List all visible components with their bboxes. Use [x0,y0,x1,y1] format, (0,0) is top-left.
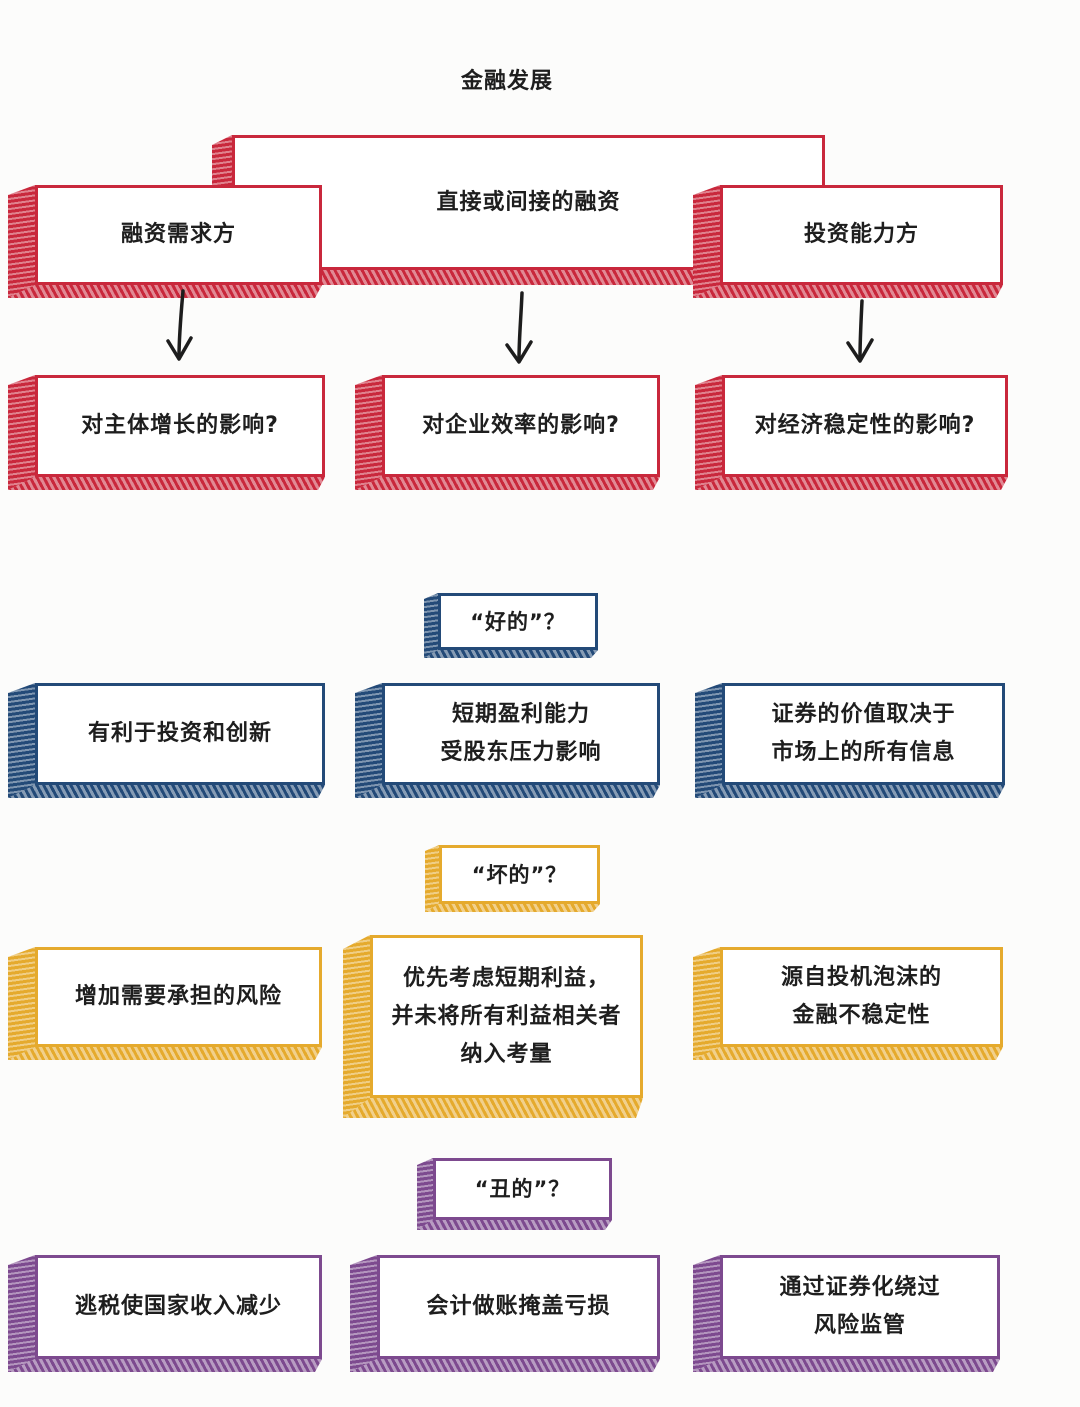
box-label-line: 市场上的所有信息 [771,740,956,765]
box-label-line: 并未将所有利益相关者 [391,1003,622,1029]
box-ugly-2: 会计做账掩盖亏损 [350,1255,660,1372]
box-label: 对经济稳定性的影响? [754,413,976,438]
box-bottom-panel [8,1359,322,1372]
box-side-panel [355,375,382,490]
box-label-line: 纳入考量 [460,1041,553,1067]
box-side-panel [8,375,35,490]
box-bottom-panel [8,785,325,798]
label-bad: “坏的”？ [425,845,600,912]
box-label: “坏的”？ [471,862,568,887]
box-label: 融资需求方 [120,222,236,247]
box-bottom-panel [343,1098,643,1118]
box-face: 逃税使国家收入减少 [35,1255,322,1359]
box-bottom-panel [355,477,660,490]
box-face: “丑的”？ [433,1158,612,1220]
box-bottom-panel [693,285,1003,298]
box-good-3: 证券的价值取决于 市场上的所有信息 [695,683,1005,798]
box-label: “好的”？ [470,609,566,634]
box-bottom-panel [212,270,825,285]
box-face: 通过证券化绕过 风险监管 [720,1255,1000,1359]
box-bottom-panel [425,904,600,912]
box-face: 优先考虑短期利益， 并未将所有利益相关者 纳入考量 [370,935,643,1098]
box-face: 融资需求方 [35,185,322,285]
box-face: 对主体增长的影响? [35,375,325,477]
box-question-stability: 对经济稳定性的影响? [695,375,1008,490]
box-label: 对主体增长的影响? [81,413,279,438]
box-ugly-1: 逃税使国家收入减少 [8,1255,322,1372]
box-bottom-panel [695,785,1005,798]
box-label: 对企业效率的影响? [422,413,620,438]
box-bottom-panel [424,650,598,658]
box-label: 会计做账掩盖亏损 [426,1294,611,1319]
box-bottom-panel [8,477,325,490]
box-direct-indirect-financing: 直接或间接的融资 [212,135,825,285]
box-side-panel [8,185,35,298]
box-side-panel [425,845,439,912]
box-side-panel [8,683,35,798]
box-side-panel [695,683,722,798]
box-label: 有利于投资和创新 [87,721,272,746]
box-face: 有利于投资和创新 [35,683,325,785]
box-label-line: 优先考虑短期利益， [402,965,610,991]
down-arrow-right [846,299,874,363]
box-side-panel [693,185,720,298]
box-label: 投资能力方 [803,222,919,247]
box-side-panel [8,947,35,1060]
box-bottom-panel [695,477,1008,490]
down-arrow-center [505,291,533,364]
box-face: 证券的价值取决于 市场上的所有信息 [722,683,1005,785]
box-bad-3: 源自投机泡沫的 金融不稳定性 [693,947,1003,1060]
box-bottom-panel [693,1359,1000,1372]
box-face: 对经济稳定性的影响? [722,375,1008,477]
box-side-panel [343,935,370,1118]
box-side-panel [693,1255,720,1372]
box-bottom-panel [693,1047,1003,1060]
box-side-panel [695,375,722,490]
label-good: “好的”？ [424,593,598,658]
box-label: “丑的”？ [474,1177,571,1201]
box-face: 增加需要承担的风险 [35,947,322,1047]
box-bottom-panel [417,1220,612,1230]
box-face: 对企业效率的影响? [382,375,660,477]
box-label: 增加需要承担的风险 [74,984,282,1009]
box-label-line: 通过证券化绕过 [779,1275,941,1300]
box-financing-demand: 融资需求方 [8,185,322,298]
box-good-1: 有利于投资和创新 [8,683,325,798]
box-label-line: 证券的价值取决于 [771,702,956,727]
box-bottom-panel [355,785,660,798]
label-ugly: “丑的”？ [417,1158,612,1230]
box-side-panel [417,1158,433,1230]
box-good-2: 短期盈利能力 受股东压力影响 [355,683,660,798]
box-label-line: 风险监管 [813,1313,906,1338]
box-face: “坏的”？ [439,845,600,904]
box-side-panel [424,593,438,658]
box-face: 会计做账掩盖亏损 [377,1255,660,1359]
box-face: 短期盈利能力 受股东压力影响 [382,683,660,785]
box-bottom-panel [350,1359,660,1372]
box-side-panel [355,683,382,798]
box-label-line: 金融不稳定性 [792,1003,931,1028]
diagram-title: 金融发展 [460,69,553,94]
box-label: 逃税使国家收入减少 [74,1294,282,1319]
box-face: 投资能力方 [720,185,1003,285]
box-side-panel [350,1255,377,1372]
box-label-line: 源自投机泡沫的 [780,965,942,990]
box-face: “好的”？ [438,593,598,650]
box-side-panel [693,947,720,1060]
box-face: 源自投机泡沫的 金融不稳定性 [720,947,1003,1047]
box-bad-2: 优先考虑短期利益， 并未将所有利益相关者 纳入考量 [343,935,643,1118]
box-side-panel [8,1255,35,1372]
box-label-line: 受股东压力影响 [440,740,602,765]
box-question-growth: 对主体增长的影响? [8,375,325,490]
box-label: 直接或间接的融资 [436,190,621,215]
box-question-efficiency: 对企业效率的影响? [355,375,660,490]
box-investment-capacity: 投资能力方 [693,185,1003,298]
box-ugly-3: 通过证券化绕过 风险监管 [693,1255,1000,1372]
box-label-line: 短期盈利能力 [451,702,590,727]
box-bad-1: 增加需要承担的风险 [8,947,322,1060]
down-arrow-left [166,289,193,361]
box-bottom-panel [8,1047,322,1060]
box-bottom-panel [8,285,322,298]
